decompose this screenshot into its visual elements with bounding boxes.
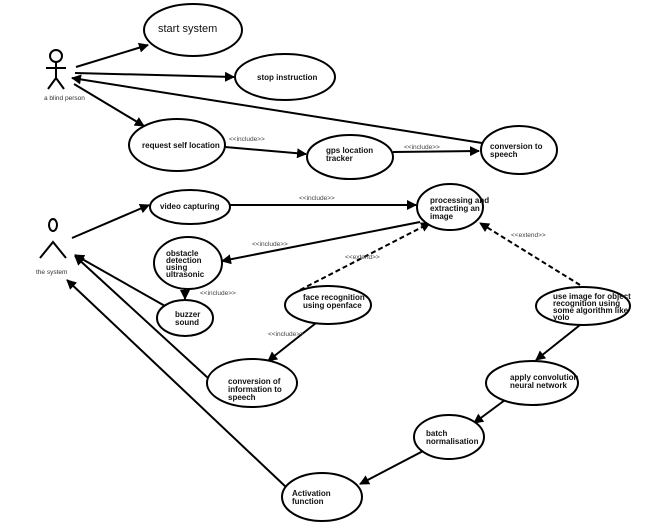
svg-text:recognition using: recognition using: [553, 299, 620, 308]
extend-label: <<extend>>: [511, 232, 546, 239]
use-case-video-capturing[interactable]: video capturing: [149, 189, 231, 225]
svg-text:function: function: [292, 497, 324, 506]
svg-text:neural network: neural network: [510, 381, 567, 390]
associations: [66, 42, 581, 489]
svg-text:using openface: using openface: [303, 301, 362, 310]
svg-text:start system: start system: [158, 23, 217, 35]
include-label: <<include>>: [200, 290, 236, 297]
use-case-batch-normalisation[interactable]: batch normalisation: [413, 414, 485, 460]
use-case-gps-location-tracker[interactable]: gps location tracker: [306, 134, 394, 180]
svg-text:stop instruction: stop instruction: [257, 73, 318, 82]
actor-label: a blind person: [44, 95, 85, 102]
svg-text:extracting an: extracting an: [430, 204, 480, 213]
svg-text:Activation: Activation: [292, 489, 331, 498]
svg-text:tracker: tracker: [326, 154, 353, 163]
svg-text:detection: detection: [166, 256, 202, 265]
svg-text:request self location: request self location: [142, 141, 220, 150]
include-label: <<include>>: [299, 195, 335, 202]
svg-text:batch: batch: [426, 429, 447, 438]
use-case-object-recognition[interactable]: use image for object recognition using s…: [535, 286, 631, 326]
svg-text:buzzer: buzzer: [175, 310, 200, 319]
use-case-activation-function[interactable]: Activation function: [281, 472, 363, 522]
use-case-conversion-to-speech[interactable]: conversion to speech: [480, 125, 558, 175]
svg-text:normalisation: normalisation: [426, 437, 479, 446]
use-case-buzzer-sound[interactable]: buzzer sound: [156, 299, 214, 337]
include-label: <<include>>: [404, 144, 440, 151]
actor-blind-person: a blind person: [44, 49, 85, 102]
use-case-processing-image[interactable]: processing and extracting an image: [416, 183, 489, 231]
use-case-conversion-information-speech[interactable]: conversion of information to speech: [206, 358, 298, 408]
actor-system: the system: [36, 218, 67, 276]
use-case-obstacle-detection[interactable]: obstacle detection using ultrasonic: [153, 236, 223, 290]
svg-text:conversion to: conversion to: [490, 142, 543, 151]
svg-text:video capturing: video capturing: [160, 202, 220, 211]
use-case-request-self-location[interactable]: request self location: [128, 118, 226, 172]
use-case-apply-cnn[interactable]: apply convolution neural network: [485, 360, 579, 406]
svg-text:gps location: gps location: [326, 146, 373, 155]
svg-text:some algorithm like: some algorithm like: [553, 306, 629, 315]
svg-text:speech: speech: [490, 150, 518, 159]
svg-text:ultrasonic: ultrasonic: [166, 270, 205, 279]
include-label: <<include>>: [268, 331, 304, 338]
svg-text:use image for object: use image for object: [553, 292, 631, 301]
svg-text:image: image: [430, 212, 454, 221]
include-label: <<include>>: [229, 136, 265, 143]
svg-text:sound: sound: [175, 318, 199, 327]
svg-text:information to: information to: [228, 385, 282, 394]
svg-text:obstacle: obstacle: [166, 249, 199, 258]
svg-text:face recognition: face recognition: [303, 293, 365, 302]
actor-label: the system: [36, 269, 67, 276]
svg-text:conversion of: conversion of: [228, 377, 281, 386]
use-case-start-system[interactable]: start system: [143, 3, 243, 57]
svg-text:speech: speech: [228, 393, 256, 402]
svg-text:yolo: yolo: [553, 313, 570, 322]
svg-text:apply convolution: apply convolution: [510, 373, 579, 382]
include-label: <<include>>: [252, 241, 288, 248]
use-case-stop-instruction[interactable]: stop instruction: [234, 53, 336, 101]
use-case-face-recognition[interactable]: face recognition using openface: [284, 285, 372, 325]
svg-text:processing and: processing and: [430, 196, 489, 205]
extend-label: <<extend>>: [345, 254, 380, 261]
svg-text:using: using: [166, 263, 187, 272]
